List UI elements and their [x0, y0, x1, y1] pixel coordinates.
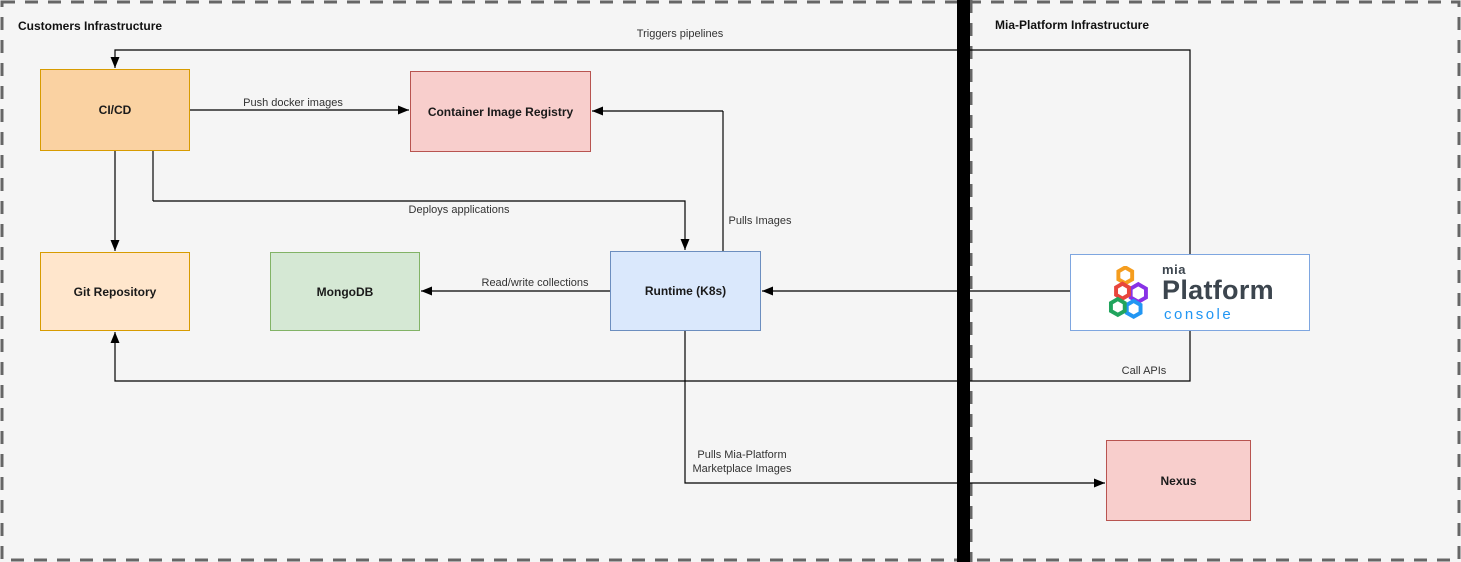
mia-platform-wordmark: mia Platform console: [1162, 263, 1274, 322]
hexagon-green: [1109, 296, 1127, 317]
hexagon-orange: [1116, 265, 1135, 285]
edge-label-call-apis: Call APIs: [1121, 365, 1167, 377]
edge-deploys-applications: [153, 200, 690, 250]
node-container-image-registry: Container Image Registry: [410, 71, 591, 152]
zone-label-customers: Customers Infrastructure: [18, 19, 163, 33]
brand-console: console: [1164, 306, 1234, 323]
node-git-repository: Git Repository: [40, 252, 190, 331]
edge-label-pulls-marketplace-images: Pulls Mia-Platform Marketplace Images: [692, 449, 792, 475]
node-git-label: Git Repository: [73, 284, 157, 299]
node-mia-platform-console: mia Platform console: [1070, 254, 1310, 331]
edge-label-triggers-pipelines: Triggers pipelines: [636, 28, 724, 40]
edge-label-pulls-images: Pulls Images: [728, 215, 792, 227]
edge-triggers-pipelines: [110, 49, 1191, 254]
edge-label-deploys-applications: Deploys applications: [408, 204, 510, 216]
node-nexus-label: Nexus: [1160, 473, 1197, 488]
hexagon-blue: [1124, 298, 1143, 319]
node-nexus: Nexus: [1106, 440, 1251, 521]
node-mongodb: MongoDB: [270, 252, 420, 331]
edge-pulls-marketplace-images: [684, 331, 1105, 488]
node-mongodb-label: MongoDB: [316, 284, 374, 299]
zone-label-mia-platform: Mia-Platform Infrastructure: [995, 18, 1150, 32]
edge-label-read-write-collections: Read/write collections: [481, 277, 589, 289]
zone-divider-bar: [957, 0, 970, 562]
edge-label-push-docker-images: Push docker images: [243, 97, 343, 109]
node-cicd-label: CI/CD: [98, 103, 132, 117]
node-runtime-k8s: Runtime (K8s): [610, 251, 761, 331]
node-runtime-label: Runtime (K8s): [644, 284, 727, 298]
edge-call-apis: [110, 331, 1191, 382]
mia-platform-hexagons-icon: [1109, 265, 1148, 319]
node-registry-label: Container Image Registry: [427, 104, 574, 119]
hexagon-red: [1114, 280, 1131, 301]
brand-platform: Platform: [1162, 275, 1274, 305]
brand-mia: mia: [1162, 262, 1186, 277]
node-cicd: CI/CD: [40, 69, 190, 151]
